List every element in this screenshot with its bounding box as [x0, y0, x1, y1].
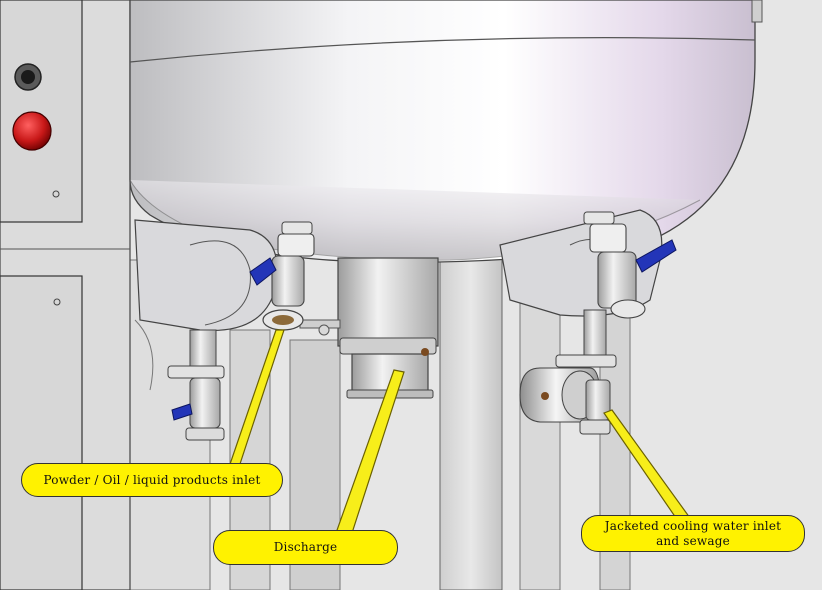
control-cabinet: [0, 0, 131, 590]
callout-leaders: [227, 329, 692, 534]
powder-inlet-valve: [249, 221, 315, 331]
powder-inlet-callout: Powder / Oil / liquid products inlet: [21, 463, 283, 497]
screw-icon: [52, 190, 60, 198]
jacket-water-callout-line-1: Jacketed cooling water inlet: [604, 518, 782, 533]
jacket-water-valve-assembly: [519, 309, 617, 435]
left-lower-valve: [167, 329, 225, 441]
discharge-pipe: [299, 257, 439, 399]
jacket-water-callout-line-2: and sewage: [656, 533, 730, 548]
discharge-callout: Discharge: [213, 530, 398, 565]
valve-handle-icon: [635, 239, 677, 273]
powder-inlet-callout-text: Powder / Oil / liquid products inlet: [43, 472, 261, 487]
valve-handle-icon: [171, 403, 193, 421]
discharge-callout-text: Discharge: [273, 540, 338, 554]
jacket-water-callout: Jacketed cooling water inlet and sewage: [581, 515, 805, 552]
tank-body: [129, 0, 763, 264]
right-top-valve: [583, 211, 677, 319]
emergency-stop-icon: [12, 111, 52, 151]
screw-icon: [53, 298, 61, 306]
valve-handle-icon: [249, 257, 277, 286]
